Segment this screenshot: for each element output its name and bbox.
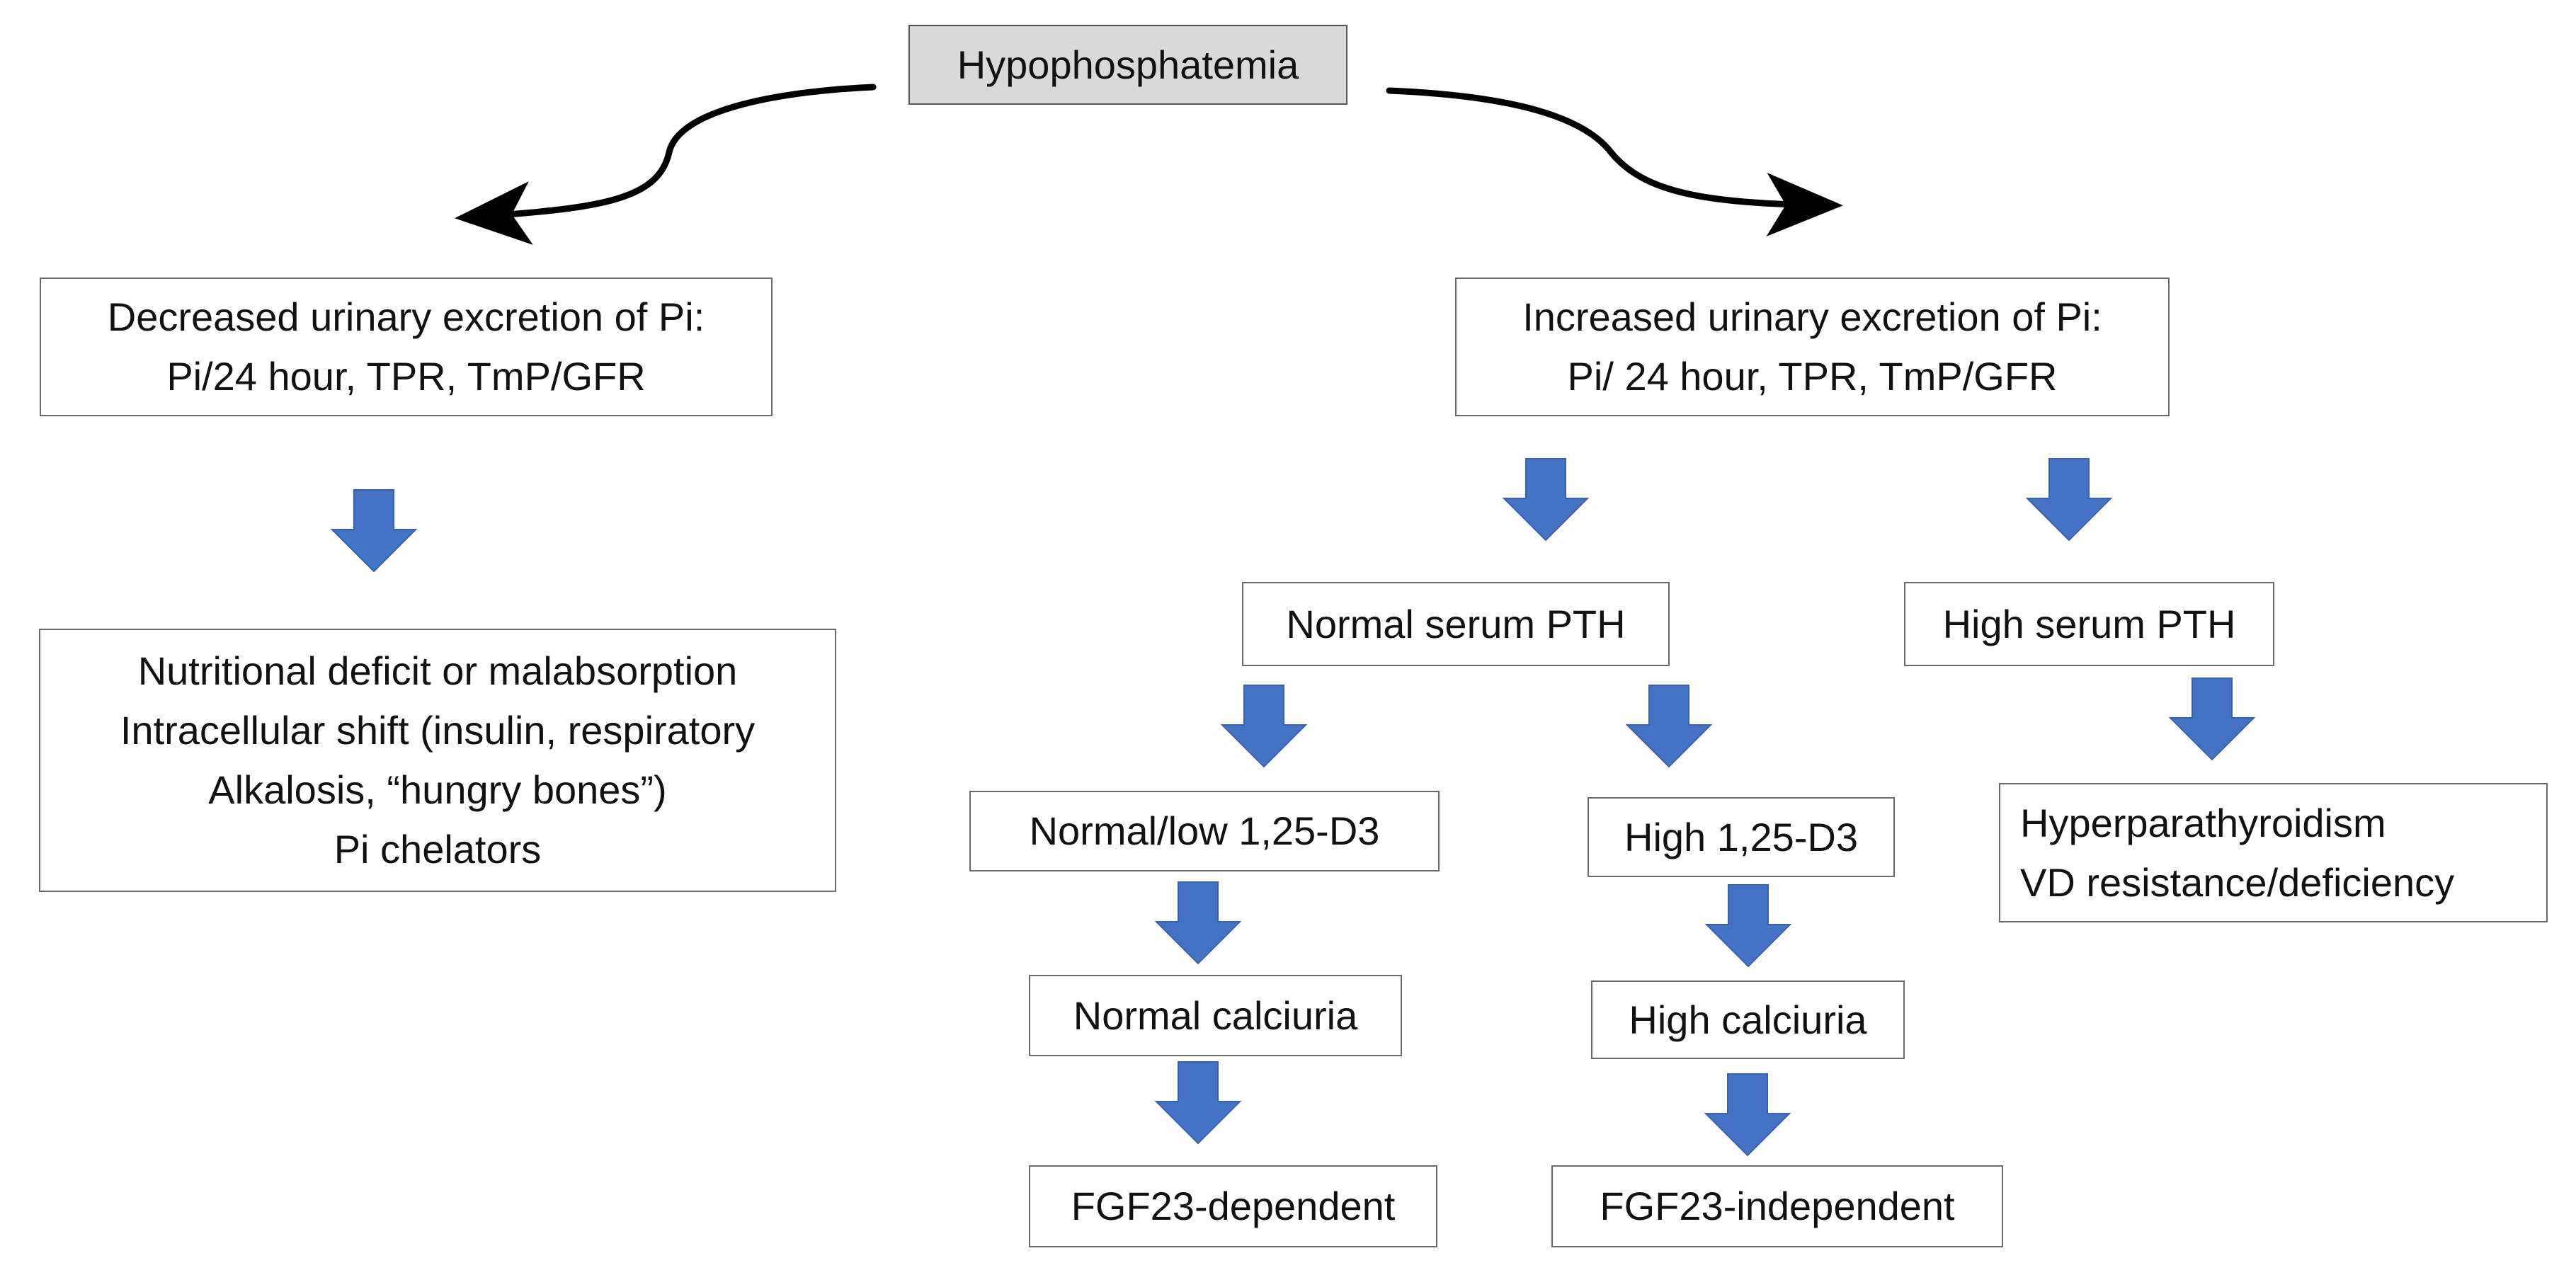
normal-pth-box: Normal serum PTH [1242, 582, 1670, 666]
high-calciuria-box: High calciuria [1591, 980, 1905, 1059]
hyperparathyroidism-label: Hyperparathyroidism [2020, 800, 2386, 845]
high-calciuria-label: High calciuria [1629, 997, 1867, 1042]
decreased-excretion-tests: Pi/24 hour, TPR, TmP/GFR [166, 354, 646, 399]
decreased-excretion-title: Decreased urinary excretion of Pi: [107, 295, 705, 339]
fgf23-dependent-label: FGF23-dependent [1071, 1184, 1396, 1228]
high-pth-label: High serum PTH [1942, 601, 2236, 646]
cause-alkalosis: Alkalosis, “hungry bones”) [208, 767, 667, 812]
down-arrow-high-pth-to-hyperparathyroidism [2168, 677, 2256, 761]
down-arrow-increased-to-normal-pth [1502, 458, 1590, 542]
cause-intracellular-shift: Intracellular shift (insulin, respirator… [120, 708, 756, 753]
down-arrow-high-calciuria-to-fgf23-independent [1704, 1073, 1791, 1157]
cause-pi-chelators: Pi chelators [334, 827, 542, 871]
curved-arrow-left [455, 84, 877, 245]
root-label: Hypophosphatemia [957, 42, 1299, 87]
down-arrow-high-d3-to-high-calciuria [1704, 884, 1792, 968]
decreased-excretion-box: Decreased urinary excretion of Pi: Pi/24… [40, 278, 773, 416]
curved-arrow-right [1386, 87, 1843, 237]
cause-nutritional: Nutritional deficit or malabsorption [137, 648, 738, 693]
down-arrow-normal-calciuria-to-fgf23-dependent [1154, 1061, 1242, 1145]
vd-resistance-label: VD resistance/deficiency [2020, 859, 2455, 905]
fgf23-dependent-box: FGF23-dependent [1029, 1165, 1437, 1247]
root-box-hypophosphatemia: Hypophosphatemia [908, 25, 1347, 105]
high-d3-box: High 1,25-D3 [1588, 797, 1895, 877]
normal-low-d3-label: Normal/low 1,25-D3 [1029, 808, 1380, 853]
high-d3-label: High 1,25-D3 [1624, 814, 1858, 859]
increased-excretion-tests: Pi/ 24 hour, TPR, TmP/GFR [1567, 354, 2058, 399]
fgf23-independent-box: FGF23-independent [1551, 1165, 2003, 1247]
down-arrow-normal-pth-to-high-d3 [1625, 685, 1713, 768]
normal-low-d3-box: Normal/low 1,25-D3 [969, 791, 1440, 871]
fgf23-independent-label: FGF23-independent [1600, 1184, 1955, 1228]
normal-calciuria-label: Normal calciuria [1073, 993, 1358, 1038]
down-arrow-increased-to-high-pth [2025, 458, 2113, 542]
normal-pth-label: Normal serum PTH [1286, 601, 1626, 646]
down-arrow-low-d3-to-normal-calciuria [1154, 881, 1242, 965]
decreased-excretion-causes-box: Nutritional deficit or malabsorption Int… [39, 629, 836, 892]
down-arrow-left-criteria-to-causes [330, 489, 418, 573]
down-arrow-normal-pth-to-low-d3 [1220, 685, 1308, 768]
hyperparathyroidism-box: Hyperparathyroidism VD resistance/defici… [1999, 783, 2548, 922]
normal-calciuria-box: Normal calciuria [1029, 975, 1402, 1056]
increased-excretion-box: Increased urinary excretion of Pi: Pi/ 2… [1455, 278, 2170, 416]
increased-excretion-title: Increased urinary excretion of Pi: [1522, 295, 2102, 339]
high-pth-box: High serum PTH [1904, 582, 2274, 666]
